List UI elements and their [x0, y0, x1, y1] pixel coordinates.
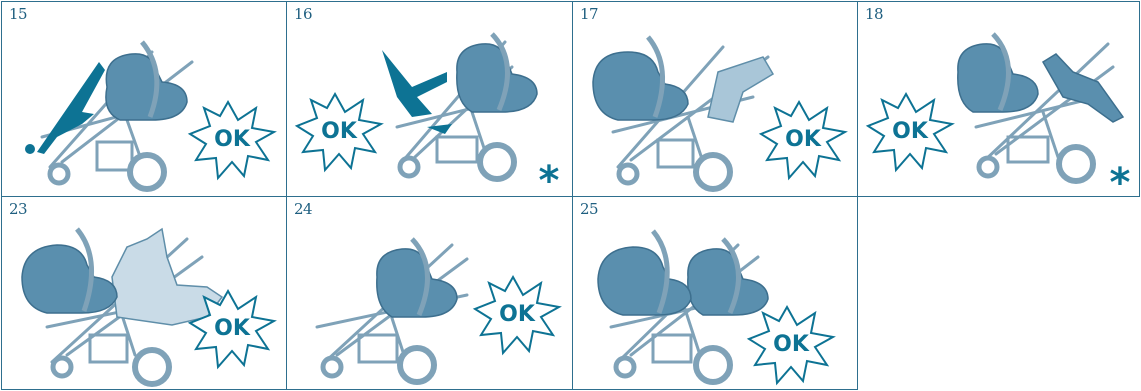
ok-burst: OK: [573, 197, 859, 391]
panel-17: 17 OK: [572, 1, 858, 197]
ok-burst: OK: [2, 2, 288, 198]
ok-label: OK: [214, 316, 251, 341]
ok-label: OK: [773, 332, 810, 357]
panel-23: 23 OK: [1, 196, 287, 390]
panel-25: 25 OK: [572, 196, 858, 390]
asterisk-icon: *: [858, 2, 1141, 198]
panel-15: 15 OK: [1, 1, 287, 197]
svg-text:*: *: [1110, 160, 1131, 198]
ok-burst: OK: [287, 197, 574, 391]
ok-burst: OK: [573, 2, 859, 198]
ok-burst: OK: [2, 197, 288, 391]
panel-24: 24 OK: [286, 196, 573, 390]
panel-16: 16 OK *: [286, 1, 573, 197]
panel-18: 18 OK *: [857, 1, 1140, 197]
svg-text:*: *: [539, 158, 560, 198]
asterisk-icon: *: [287, 2, 574, 198]
ok-label: OK: [214, 127, 251, 152]
ok-label: OK: [499, 302, 536, 327]
ok-label: OK: [785, 127, 822, 152]
